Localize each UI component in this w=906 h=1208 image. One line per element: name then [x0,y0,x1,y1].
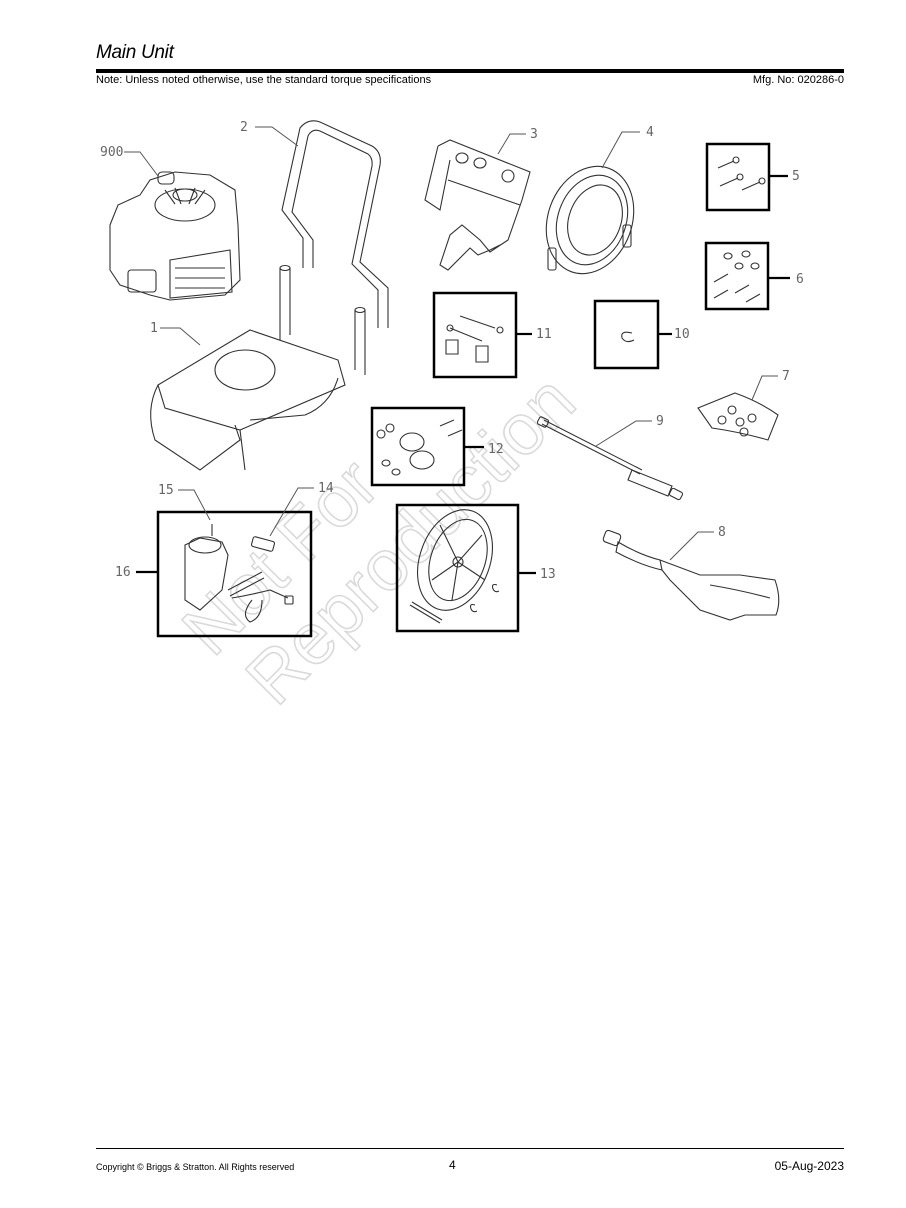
part-engine[interactable] [109,171,241,301]
part-quick-connect-fitting [250,536,276,552]
part-spray-gun[interactable] [602,529,780,621]
callout-1: 1 [150,321,158,336]
box-bolt-washer-kit[interactable] [704,241,770,311]
footer-rule [96,1148,844,1149]
page-number: 4 [449,1158,456,1172]
part-handle[interactable] [281,120,389,328]
callout-11: 11 [536,327,552,342]
callout-4: 4 [646,125,654,140]
publication-date: 05-Aug-2023 [774,1159,844,1173]
part-wheel-kit [409,509,500,624]
part-e-clip [621,331,635,343]
copyright: Copyright © Briggs & Stratton. All Right… [96,1162,295,1172]
header-rule [96,69,844,73]
box-handle-knob-kit[interactable] [432,291,518,379]
part-handle-knob-kit [445,315,504,363]
callout-8: 8 [718,525,726,540]
box-wheel-kit[interactable] [395,503,520,633]
part-bolt-washer-kit [713,250,761,303]
torque-note: Note: Unless noted otherwise, use the st… [96,74,432,86]
callout-16: 16 [115,565,131,580]
callout-12: 12 [488,442,504,457]
callout-7: 7 [782,369,790,384]
callout-6: 6 [796,272,804,287]
callout-9: 9 [656,414,664,429]
part-pump-assembly [184,536,294,623]
part-base-frame[interactable] [150,264,366,471]
box-pump-assembly[interactable] [156,510,313,638]
part-hardware-bag[interactable] [697,392,779,441]
part-hose-wand-holder-bracket[interactable] [424,139,531,271]
callout-2: 2 [240,120,248,135]
mfg-number: Mfg. No: 020286-0 [752,74,844,86]
page-title: Main Unit [96,42,174,63]
part-lance-with-nozzles[interactable] [536,416,684,501]
part-wheel-bearing-kit [376,419,463,476]
box-bolt-kit[interactable] [705,142,771,212]
callout-14: 14 [318,481,334,496]
part-high-pressure-hose[interactable] [532,154,649,286]
callout-5: 5 [792,169,800,184]
callout-3: 3 [530,127,538,142]
callout-15: 15 [158,483,174,498]
callout-13: 13 [540,567,556,582]
part-bolt-kit [717,156,766,191]
callout-900: 900 [100,145,123,160]
callout-10: 10 [674,327,690,342]
watermark: Not For Reproduction [167,360,592,721]
box-e-clip[interactable] [593,299,660,370]
